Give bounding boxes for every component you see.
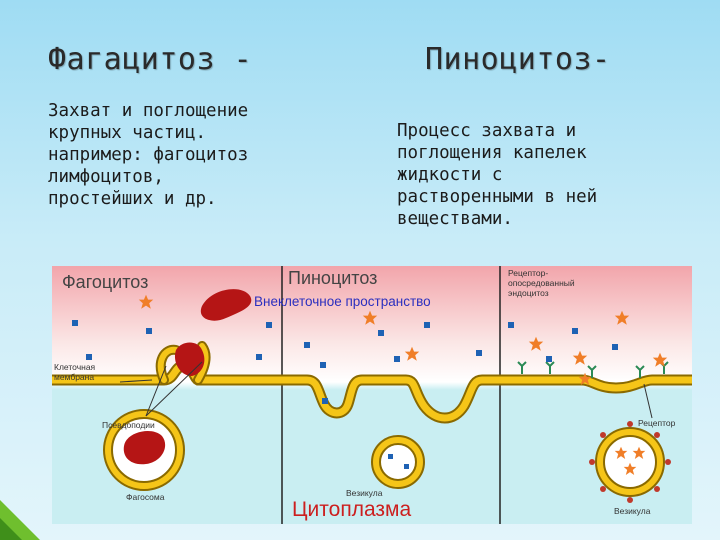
corner-decoration [0,500,40,540]
phagosome-membrane [105,411,183,489]
pseudopodia-label: Псевдоподии [102,420,155,430]
section-pinocytosis: Пиноцитоз [288,268,377,288]
receptor-label: Рецептор [638,418,676,428]
label-pointers [119,361,653,419]
particle-large [200,289,252,321]
vesicle-right-label: Везикула [614,506,651,516]
solute-dots [72,320,618,404]
vesicle-left-label: Везикула [346,488,383,498]
cytoplasm-label: Цитоплазма [292,498,411,521]
membrane-receptors [517,361,669,378]
phagosome-particle [123,431,166,465]
section-phagocytosis: Фагоцитоз [62,272,148,292]
membrane-fill [48,362,696,422]
vesicle-right-membrane [597,429,663,495]
right-description: Процесс захвата и поглощения капелек жид… [397,121,598,229]
vesicle-left-dot [388,454,393,459]
pseudopod-right-fill [195,343,209,383]
vesicle-left-dot-2 [404,464,409,469]
endocytosis-diagram: Фагоцитоз Пиноцитоз Рецептор-опосредован… [46,266,698,524]
vesicle-right-spikes [589,421,671,503]
left-title: Фагацитоз - [48,42,253,77]
left-description: Захват и поглощение крупных частиц. напр… [48,101,249,209]
particle-engulfed [174,342,205,376]
extracellular-label: Внеклеточное пространство [254,294,431,309]
phagosome-label: Фагосома [126,492,165,502]
diagram-svg: Фагоцитоз Пиноцитоз Рецептор-опосредован… [46,266,698,524]
right-title: Пиноцитоз- [425,42,611,77]
vesicle-left-membrane [373,437,423,487]
